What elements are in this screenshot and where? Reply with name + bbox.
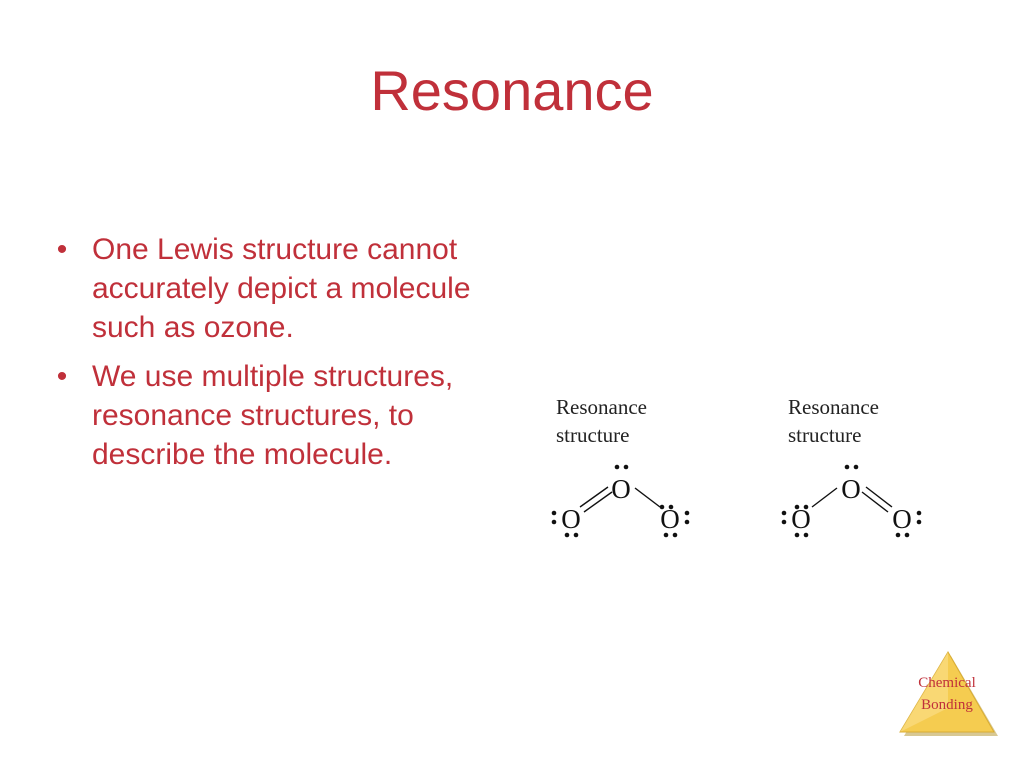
lone-pair-dot (803, 532, 809, 538)
chemical-bonding-logo: Chemical Bonding (899, 651, 998, 736)
single-bond-line (811, 487, 838, 508)
logo-text-line2: Bonding (921, 697, 973, 713)
slide-title: Resonance (370, 59, 654, 122)
lone-pair-dot (844, 464, 850, 470)
lone-pair-dot (623, 464, 629, 470)
bullet-item: • One Lewis structure cannot accurately … (52, 230, 502, 347)
oxygen-atom-left: O (561, 504, 581, 534)
bullet-glyph: • (56, 233, 68, 266)
lone-pair-dot (794, 504, 800, 510)
double-bond-line (579, 486, 609, 508)
logo-text-line1: Chemical (918, 675, 975, 691)
lone-pair-dot (781, 510, 787, 516)
structure-label-line2: structure (788, 423, 861, 447)
oxygen-atom-center: O (611, 474, 631, 504)
oxygen-atom-right: O (892, 504, 912, 534)
double-bond-line (865, 486, 893, 508)
resonance-structure-2: Resonance structure O O O (781, 395, 922, 538)
lone-pair-dot (551, 510, 557, 516)
structure-label-line2: structure (556, 423, 629, 447)
lone-pair-dot (551, 519, 557, 525)
single-bond-line (634, 487, 661, 508)
lone-pair-dot (668, 504, 674, 510)
lone-pair-dot (684, 519, 690, 525)
lone-pair-dot (614, 464, 620, 470)
bullet-glyph: • (56, 360, 68, 393)
lone-pair-dot (684, 510, 690, 516)
oxygen-atom-right: O (660, 504, 680, 534)
oxygen-atom-left: O (791, 504, 811, 534)
lone-pair-dot (573, 532, 579, 538)
lone-pair-dot (895, 532, 901, 538)
bullet-text: One Lewis structure cannot accurately de… (92, 233, 471, 344)
lone-pair-dot (564, 532, 570, 538)
bullet-item: • We use multiple structures, resonance … (52, 357, 502, 474)
lone-pair-dot (781, 519, 787, 525)
bullet-text: We use multiple structures, resonance st… (92, 360, 454, 471)
structure-label-line1: Resonance (788, 395, 879, 419)
lone-pair-dot (916, 510, 922, 516)
lone-pair-dot (794, 532, 800, 538)
double-bond-line (861, 491, 889, 513)
lone-pair-dot (916, 519, 922, 525)
bullet-list: • One Lewis structure cannot accurately … (52, 230, 502, 484)
lone-pair-dot (672, 532, 678, 538)
lone-pair-dot (904, 532, 910, 538)
lone-pair-dot (853, 464, 859, 470)
lone-pair-dot (659, 504, 665, 510)
logo-triangle-facet (900, 652, 948, 732)
lone-pair-dot (803, 504, 809, 510)
lone-pair-dot (663, 532, 669, 538)
structure-label-line1: Resonance (556, 395, 647, 419)
resonance-structure-1: Resonance structure O O O (551, 395, 690, 538)
oxygen-atom-center: O (841, 474, 861, 504)
ozone-resonance-figure: Resonance structure O O O Resonance stru… (551, 395, 922, 538)
double-bond-line (583, 491, 613, 513)
